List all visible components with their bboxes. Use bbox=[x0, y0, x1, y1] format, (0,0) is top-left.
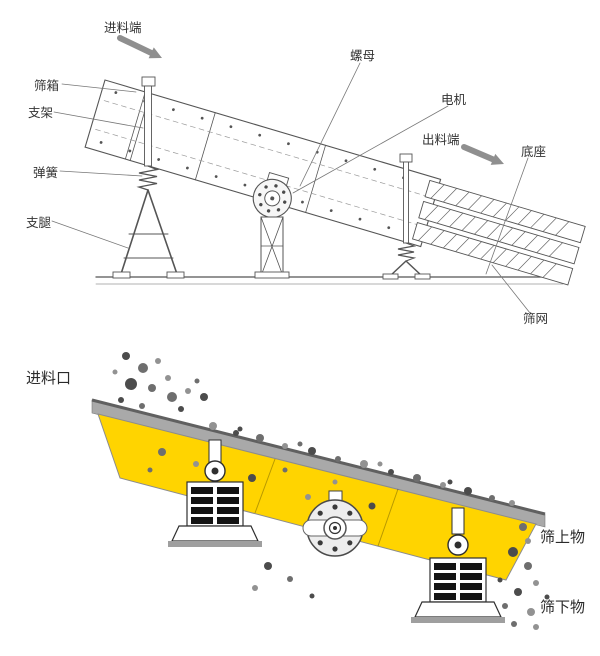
spring-right-coils bbox=[434, 563, 482, 600]
mesh-hatch bbox=[417, 184, 570, 278]
label-oversize: 筛上物 bbox=[540, 529, 585, 546]
right-spring-coil bbox=[397, 242, 417, 262]
leader-nut bbox=[299, 62, 361, 187]
technical-drawing: 进料端 螺母 筛箱 支架 电机 出料端 底座 弹簧 支腿 筛网 bbox=[26, 21, 586, 326]
exciter-dot bbox=[333, 526, 337, 530]
label-screen-box: 筛箱 bbox=[34, 78, 59, 93]
label-support-frame: 支架 bbox=[28, 106, 53, 120]
flow-arrows bbox=[117, 35, 504, 165]
base-ground bbox=[95, 276, 564, 285]
column-foot bbox=[254, 271, 290, 279]
spring-assembly-right bbox=[411, 507, 505, 623]
spring-assembly-left bbox=[168, 439, 262, 547]
feed-arrow-head bbox=[148, 47, 162, 59]
screen-deck-top-edge bbox=[91, 398, 546, 516]
body-division-lines bbox=[254, 458, 399, 547]
label-base: 底座 bbox=[521, 144, 546, 159]
leader-lines bbox=[51, 62, 531, 314]
label-nut: 螺母 bbox=[350, 49, 375, 63]
label-feed-inlet: 进料口 bbox=[26, 370, 71, 387]
right-foot-b bbox=[414, 273, 431, 280]
left-nut-cap bbox=[141, 76, 156, 87]
spring-right-base bbox=[414, 601, 502, 618]
label-spring: 弹簧 bbox=[33, 165, 58, 180]
label-discharge-end: 出料端 bbox=[422, 133, 460, 147]
spring-left-base bbox=[171, 525, 259, 542]
leader-support-frame bbox=[53, 111, 144, 129]
leader-support-leg bbox=[51, 220, 129, 249]
label-screen-mesh: 筛网 bbox=[523, 311, 548, 326]
spring-left-washer-dot bbox=[211, 467, 219, 475]
left-spring-coil bbox=[136, 165, 160, 191]
spring-left-coils bbox=[191, 487, 239, 524]
right-legs bbox=[389, 260, 423, 277]
leader-screen-box bbox=[61, 83, 137, 93]
leader-screen-mesh bbox=[491, 264, 531, 314]
label-motor: 电机 bbox=[441, 93, 467, 107]
left-legs bbox=[120, 189, 178, 275]
spring-right-stem bbox=[451, 507, 465, 535]
drawing-labels: 进料端 螺母 筛箱 支架 电机 出料端 底座 弹簧 支腿 筛网 bbox=[26, 21, 548, 326]
right-foot-a bbox=[382, 273, 399, 280]
discharge-arrow-shaft bbox=[461, 144, 496, 163]
label-feed-end: 进料端 bbox=[104, 21, 142, 35]
right-nut-cap bbox=[399, 153, 413, 163]
drawing-exciter bbox=[252, 171, 292, 218]
right-support bbox=[382, 153, 431, 280]
leader-spring bbox=[59, 170, 143, 177]
screen-mesh-decks bbox=[411, 179, 586, 286]
right-rod bbox=[403, 161, 409, 244]
feed-arrow-shaft bbox=[117, 35, 154, 56]
spring-right-base-pad bbox=[411, 617, 505, 623]
spring-left-base-pad bbox=[168, 541, 262, 547]
machine-body bbox=[97, 413, 537, 581]
center-column bbox=[254, 216, 290, 279]
particles bbox=[112, 352, 550, 630]
left-post bbox=[144, 85, 152, 167]
label-undersize: 筛下物 bbox=[540, 599, 585, 616]
box-dashed-line-upper bbox=[103, 100, 431, 198]
spring-right-washer-dot bbox=[454, 541, 462, 549]
left-support bbox=[112, 76, 185, 279]
leader-base bbox=[485, 157, 529, 275]
leader-motor bbox=[292, 105, 449, 194]
exciter-center-dot bbox=[270, 196, 275, 201]
label-support-leg: 支腿 bbox=[26, 216, 52, 230]
left-foot-b bbox=[166, 271, 185, 279]
schematic: 进料口 筛上物 筛下物 bbox=[26, 352, 585, 630]
screen-box bbox=[84, 79, 586, 286]
schematic-exciter bbox=[302, 490, 368, 557]
left-foot-a bbox=[112, 271, 131, 279]
discharge-arrow-head bbox=[490, 153, 504, 165]
column-braces bbox=[260, 216, 284, 277]
